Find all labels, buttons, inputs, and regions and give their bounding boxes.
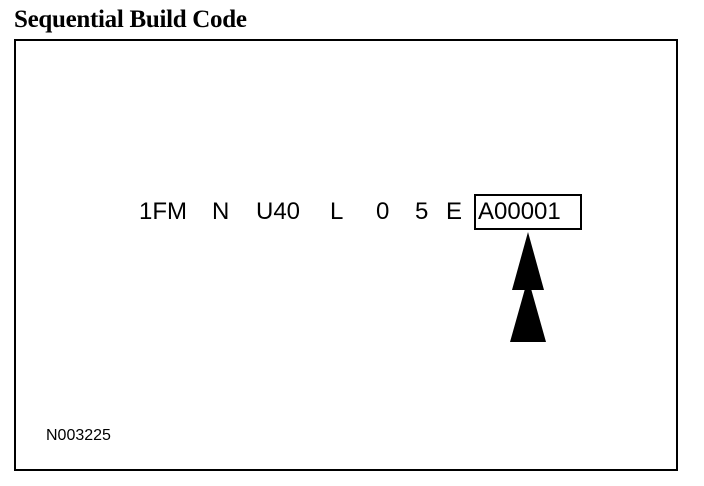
vin-segment-assembly-plant: E bbox=[446, 198, 463, 225]
vin-segment-restraint: N bbox=[212, 198, 230, 225]
vin-segment-model: U40 bbox=[256, 198, 301, 225]
vin-segment-model-year: 5 bbox=[415, 198, 429, 225]
sequential-build-code: A00001 bbox=[478, 198, 561, 225]
figure-title: Sequential Build Code bbox=[14, 6, 247, 33]
arrow-head-lower bbox=[510, 278, 546, 342]
arrow-head-upper bbox=[512, 232, 544, 290]
vin-segment-wmi: 1FM bbox=[139, 198, 187, 225]
up-arrow-icon bbox=[510, 232, 546, 342]
diagram-frame bbox=[14, 39, 678, 471]
sequential-build-code-box bbox=[474, 194, 582, 230]
figure-id: N003225 bbox=[46, 427, 111, 444]
vin-segment-engine: L bbox=[330, 198, 344, 225]
vin-segment-check-digit: 0 bbox=[376, 198, 390, 225]
